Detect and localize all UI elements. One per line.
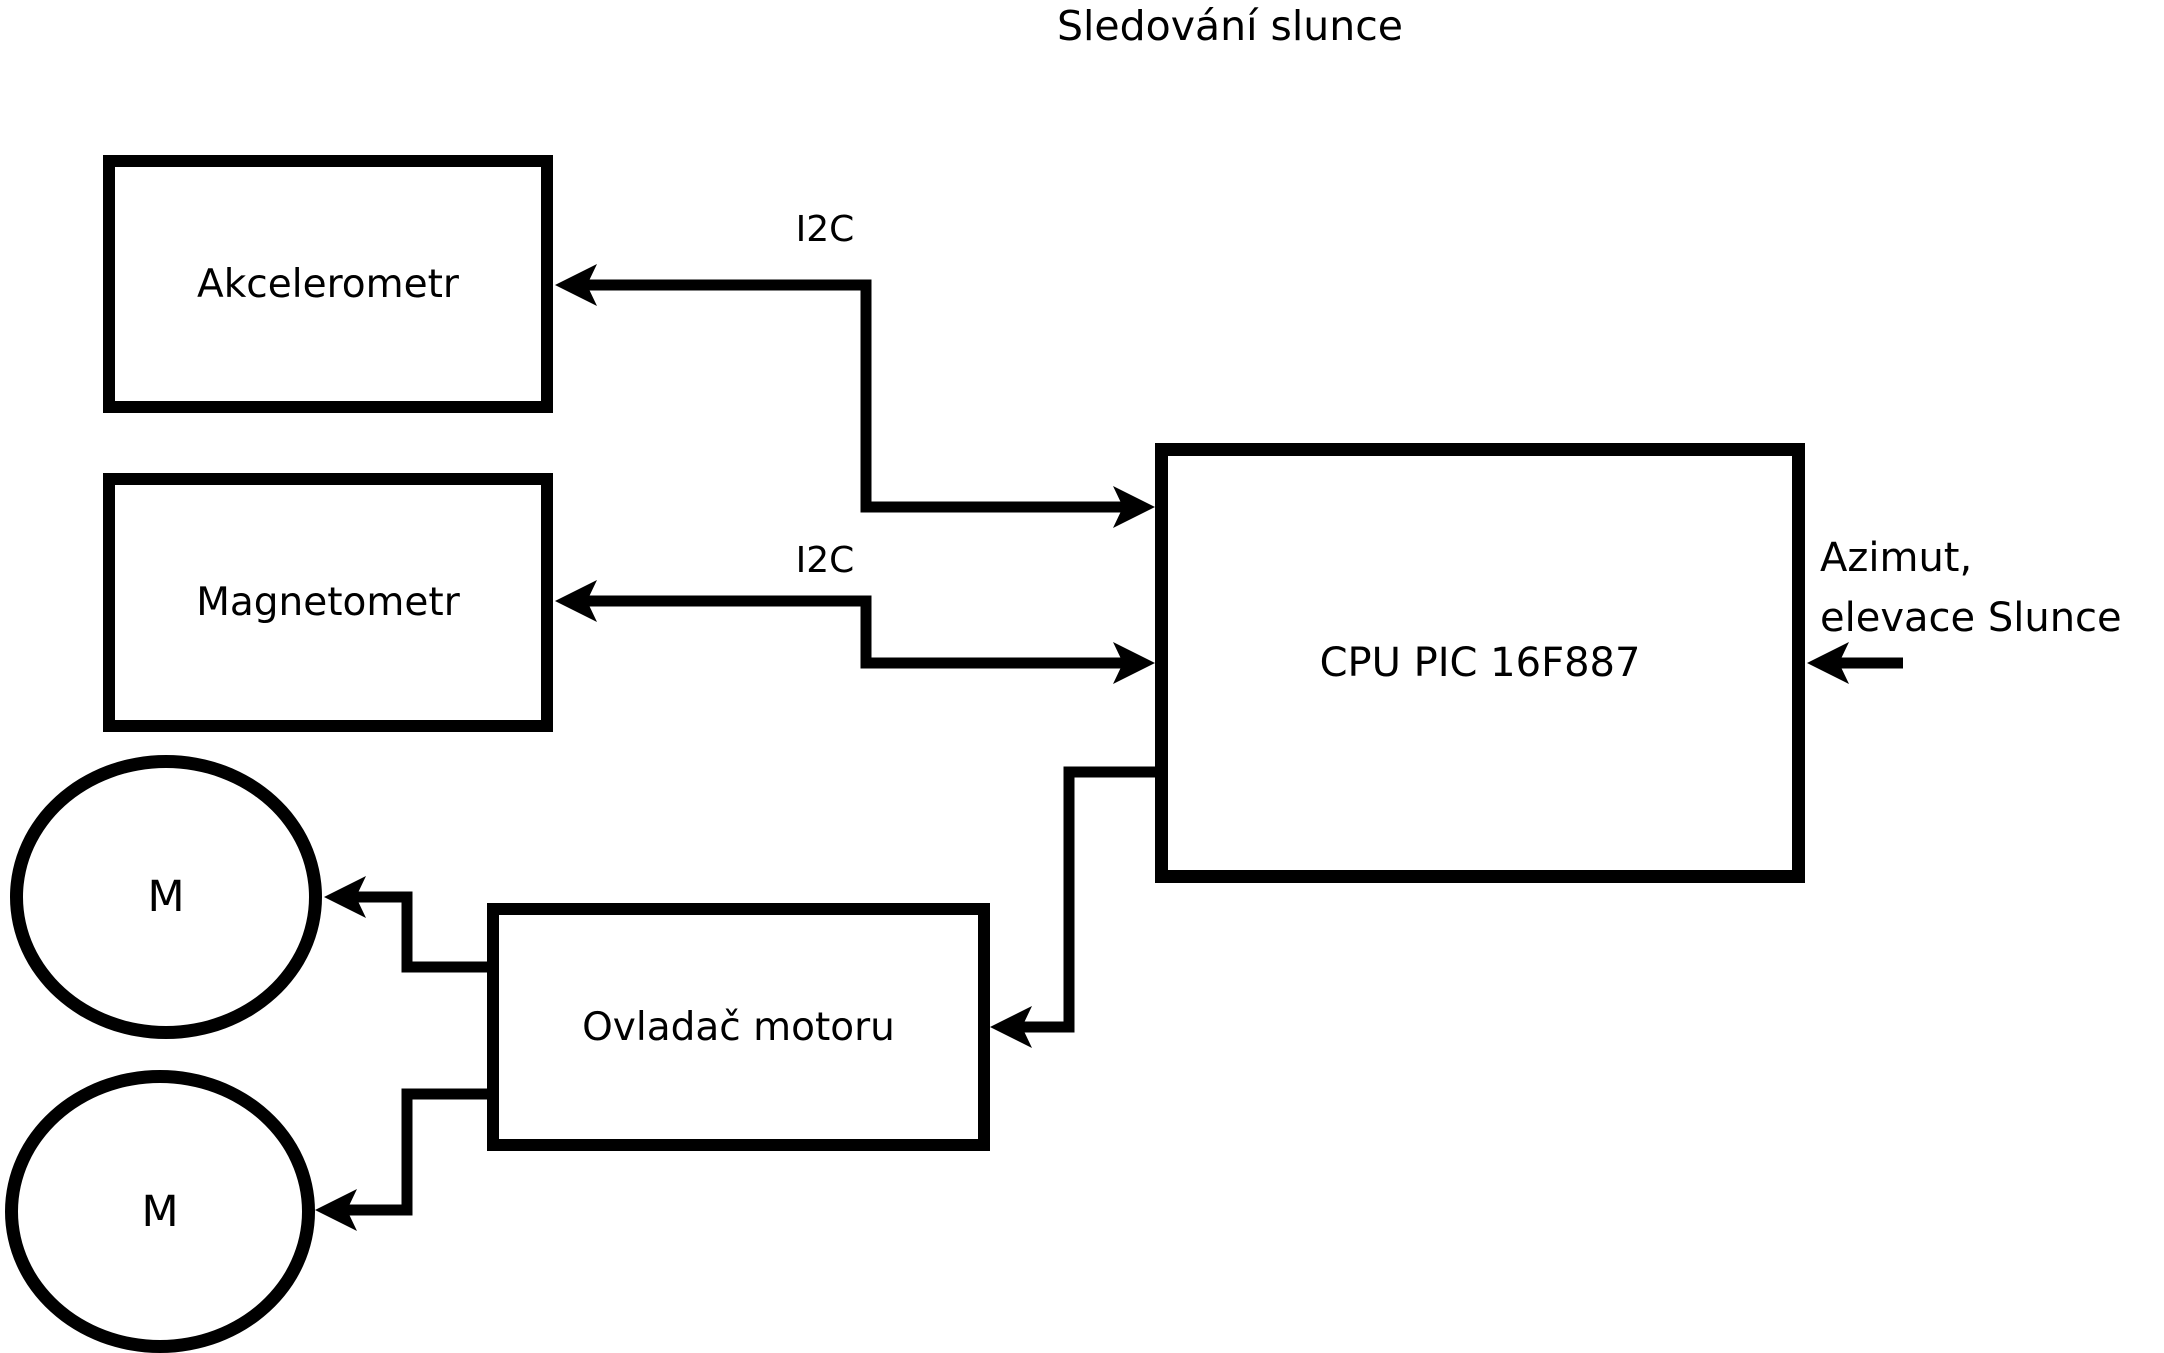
arrowhead-into-motor2 <box>315 1189 357 1231</box>
block-akcelerometr-label: Akcelerometr <box>197 261 459 307</box>
block-magnetometr: Magnetometr <box>103 473 553 732</box>
diagram-title: Sledování slunce <box>1056 2 1404 50</box>
block-cpu: CPU PIC 16F887 <box>1155 443 1805 883</box>
block-motor-driver: Ovladač motoru <box>487 903 990 1151</box>
arrowhead-into-motor1 <box>324 876 366 918</box>
arrowhead-into-magnetometr <box>555 580 597 622</box>
motor1-circle: M <box>10 755 322 1039</box>
arrowhead-into-akcelerometr <box>555 264 597 306</box>
label-i2c-akcelerometr: I2C <box>795 209 855 250</box>
label-azimut-line2: elevace Slunce <box>1820 595 2122 641</box>
wire-i2c-magnetometr <box>586 595 1127 669</box>
block-akcelerometr: Akcelerometr <box>103 155 553 413</box>
block-motor-driver-label: Ovladač motoru <box>582 1004 895 1050</box>
motor2-label: M <box>141 1186 179 1237</box>
wire-cpu-to-driver <box>1018 766 1160 1033</box>
label-i2c-magnetometr: I2C <box>795 540 855 581</box>
motor2-circle: M <box>5 1070 315 1353</box>
wire-driver-to-motor2 <box>347 1088 490 1216</box>
block-cpu-label: CPU PIC 16F887 <box>1319 640 1641 686</box>
label-azimut-line1: Azimut, <box>1820 535 1973 581</box>
wire-driver-to-motor1 <box>356 891 490 973</box>
block-magnetometr-label: Magnetometr <box>196 580 460 625</box>
arrowhead-into-cpu-right <box>1807 642 1849 684</box>
label-azimut-elevace: Azimut, elevace Slunce <box>1820 528 2164 648</box>
wire-i2c-akcelerometr <box>586 279 1127 513</box>
arrowhead-into-cpu-middle <box>1113 642 1155 684</box>
arrowhead-into-cpu-top <box>1113 486 1155 528</box>
motor1-label: M <box>147 872 185 922</box>
arrowhead-into-driver <box>990 1006 1032 1048</box>
